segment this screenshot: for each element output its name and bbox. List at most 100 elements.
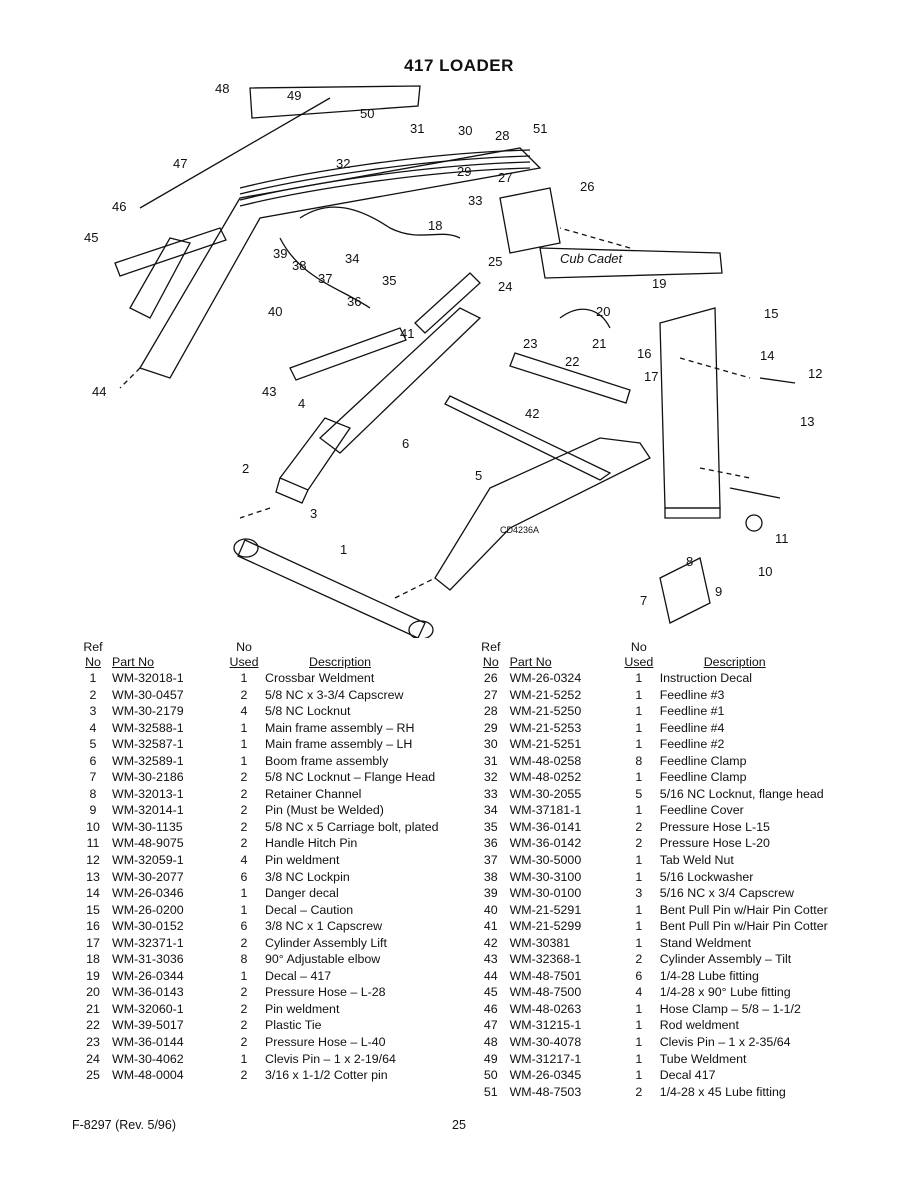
ref-cell: 20 [86,985,100,1000]
quantity-used-cell: 8 [635,753,643,768]
description-cell: Stand Weldment [659,935,752,950]
part-number-cell: WM-31217-1 [509,1051,582,1066]
ref-cell: 51 [483,1084,498,1099]
quantity-used-cell: 6 [240,919,248,934]
quantity-used-cell: 1 [240,671,248,685]
part-number-cell: WM-32014-1 [112,803,184,818]
callout-number: 37 [318,271,332,286]
part-number-cell: WM-32060-1 [112,1001,184,1016]
quantity-used-cell: 1 [635,1035,643,1050]
tilt-cylinder-upper [114,227,227,277]
quantity-used-cell: 2 [240,935,248,950]
quantity-used-cell: 2 [240,770,248,785]
description-cell: Main frame assembly – LH [265,737,413,752]
header-used-bottom: Used [624,655,654,669]
retainer-channel [659,557,711,624]
callout-number: 15 [764,306,778,321]
callout-number: 42 [525,406,539,421]
description-cell: Hose Clamp – 5/8 – 1-1/2 [659,1001,801,1016]
description-cell: Pin weldment [265,853,340,868]
ref-cell: 14 [86,886,100,901]
part-number-cell: WM-32587-1 [112,737,184,752]
callout-number: 26 [580,179,594,194]
part-number-cell: WM-30-2179 [112,704,184,719]
quantity-used-cell: 1 [635,869,643,884]
description-cell: Danger decal [265,886,339,901]
ref-cell: 31 [483,753,498,768]
main-frame-rh [434,437,651,591]
ref-cell: 3 [89,704,97,719]
stand-weldment [444,395,612,481]
quantity-used-cell: 1 [635,1001,643,1016]
description-cell: Pin (Must be Welded) [265,803,384,818]
part-number-cell: WM-30-5000 [509,853,582,868]
quantity-used-cell: 5 [635,786,643,801]
quantity-used-cell: 1 [240,753,248,768]
ref-cell: 5 [89,737,97,752]
ref-cell: 42 [483,935,498,950]
ref-cell: 8 [89,786,97,801]
description-cell: 5/8 NC x 5 Carriage bolt, plated [265,819,439,834]
part-number-cell: WM-30-4078 [509,1035,582,1050]
header-part: Part No [509,655,552,669]
callout-number: 21 [592,336,606,351]
callout-number: 8 [686,554,693,569]
description-cell: 5/8 NC Locknut [265,704,351,719]
callout-number: 20 [596,304,610,319]
tilt-cylinder-lower [289,327,407,381]
callout-number: 4 [298,396,305,411]
quantity-used-cell: 1 [635,671,643,685]
ref-cell: 46 [483,1001,498,1016]
ref-cell: 19 [86,968,100,983]
part-number-cell: WM-26-0346 [112,886,184,901]
ref-cell: 36 [483,836,498,851]
description-cell: Instruction Decal [659,671,752,685]
ref-cell: 1 [89,671,97,685]
description-cell: Feedline #3 [659,687,725,702]
description-cell: Crossbar Weldment [265,671,375,685]
description-cell: 5/16 Lockwasher [659,869,754,884]
quantity-used-cell: 2 [635,1084,643,1099]
description-cell: Cylinder Assembly – Tilt [659,952,792,967]
description-cell: Main frame assembly – RH [265,720,415,735]
callout-number: 6 [402,436,409,451]
header-ref-top: Ref [481,640,501,654]
quantity-used-cell: 1 [635,919,643,934]
part-number-cell: WM-48-0258 [509,753,582,768]
description-cell: Feedline Clamp [659,753,747,768]
quantity-used-cell: 1 [240,720,248,735]
quantity-used-cell: 1 [635,1018,643,1033]
description-cell: Pressure Hose – L-28 [265,985,386,1000]
description-cell: Feedline Cover [659,803,744,818]
quantity-used-cell: 2 [240,1018,248,1033]
ref-cell: 48 [483,1035,498,1050]
exploded-parts-diagram: CD4236A Cub Cadet 1234567891011121314151… [84,81,822,638]
header-used-top: No [236,640,252,654]
ref-cell: 21 [86,1001,100,1016]
quantity-used-cell: 6 [240,869,248,884]
part-number-cell: WM-36-0143 [112,985,184,1000]
callout-number: 11 [775,531,789,546]
callout-number: 38 [292,258,306,273]
description-cell: 3/16 x 1-1/2 Cotter pin [265,1068,388,1083]
ref-cell: 6 [89,753,97,768]
boom-arm-right [539,247,723,279]
ref-cell: 23 [86,1035,100,1050]
part-number-cell: WM-32018-1 [112,671,184,685]
description-cell: 5/8 NC x 3-3/4 Capscrew [265,687,404,702]
part-number-cell: WM-48-0252 [509,770,582,785]
ref-cell: 38 [483,869,498,884]
page-title: 417 LOADER [404,56,514,75]
header-ref-bottom: No [85,655,101,669]
part-number-cell: WM-36-0141 [509,819,582,834]
part-number-cell: WM-48-7500 [509,985,582,1000]
